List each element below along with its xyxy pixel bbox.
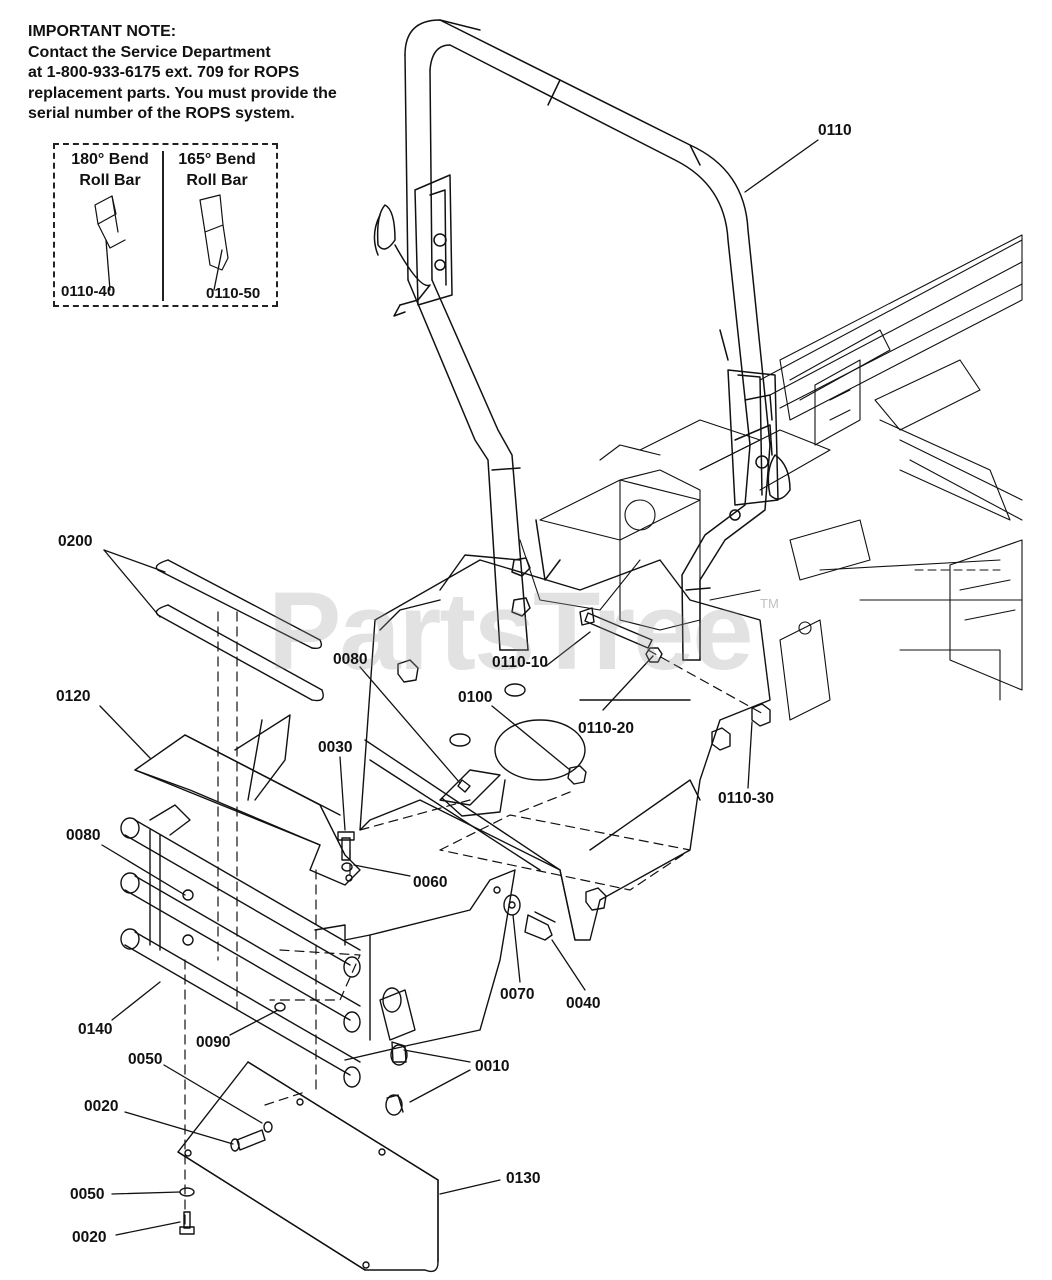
inset-divider <box>162 151 164 301</box>
bumper-cover-0120 <box>134 714 361 886</box>
callout-0110-10[interactable]: 0110-10 <box>492 654 549 671</box>
bumper-tubes-0140 <box>120 804 361 1088</box>
bracket-plate <box>314 869 516 1061</box>
skid-plate-0130 <box>177 1061 439 1273</box>
callout-0120[interactable]: 0120 <box>56 688 91 705</box>
callout-0060[interactable]: 0060 <box>413 874 448 891</box>
note-line-1: IMPORTANT NOTE: <box>28 23 177 40</box>
callout-0130[interactable]: 0130 <box>506 1170 541 1187</box>
inset-right-code[interactable]: 0110-50 <box>206 285 261 302</box>
watermark: PartsTree <box>268 570 753 693</box>
callout-0050-upper[interactable]: 0050 <box>128 1051 163 1068</box>
inset-rollbar-180 <box>94 195 126 249</box>
note-line-4: replacement parts. You must provide the <box>28 84 337 102</box>
inset-left-code[interactable]: 0110-40 <box>61 283 116 300</box>
inset-left-caption-2: Roll Bar <box>79 172 141 189</box>
inset-right-caption: 165° Bend Roll Bar <box>167 149 267 191</box>
inset-left-caption: 180° Bend Roll Bar <box>60 149 160 191</box>
callout-0200[interactable]: 0200 <box>58 533 93 550</box>
callout-0020-lower[interactable]: 0020 <box>72 1229 107 1246</box>
frame-nuts <box>397 607 771 911</box>
callout-0090[interactable]: 0090 <box>196 1034 231 1051</box>
inset-rollbar-165 <box>199 194 229 271</box>
callout-0040[interactable]: 0040 <box>566 995 601 1012</box>
inset-right-caption-1: 165° Bend <box>178 151 256 168</box>
callout-0010[interactable]: 0010 <box>475 1058 510 1075</box>
callout-0050-lower[interactable]: 0050 <box>70 1186 105 1203</box>
roll-bar-inset: 180° Bend Roll Bar 165° Bend Roll Bar 01… <box>53 143 278 307</box>
callout-0080-lower[interactable]: 0080 <box>66 827 101 844</box>
note-line-2: Contact the Service Department <box>28 43 271 61</box>
inset-right-caption-2: Roll Bar <box>186 172 248 189</box>
leader-lines <box>99 139 819 1236</box>
callout-0140[interactable]: 0140 <box>78 1021 113 1038</box>
spacer-0080 <box>439 769 501 806</box>
watermark-trademark: TM <box>760 596 779 611</box>
callout-0020-upper[interactable]: 0020 <box>84 1098 119 1115</box>
mower-frame <box>519 234 1023 721</box>
important-note: IMPORTANT NOTE: Contact the Service Depa… <box>28 22 337 125</box>
callout-0110-20[interactable]: 0110-20 <box>578 720 635 737</box>
note-line-3: at 1-800-933-6175 ext. 709 for ROPS <box>28 64 300 81</box>
side-plate <box>359 554 771 941</box>
callout-0080-upper[interactable]: 0080 <box>333 651 368 668</box>
callout-0070[interactable]: 0070 <box>500 986 535 1003</box>
callout-0110-30[interactable]: 0110-30 <box>718 790 775 807</box>
callout-0110[interactable]: 0110 <box>818 122 852 139</box>
roll-bar <box>373 19 791 661</box>
callout-0100[interactable]: 0100 <box>458 689 493 706</box>
inset-left-caption-1: 180° Bend <box>71 151 149 168</box>
note-line-5: serial number of the ROPS system. <box>28 105 295 122</box>
callout-0030[interactable]: 0030 <box>318 739 353 756</box>
